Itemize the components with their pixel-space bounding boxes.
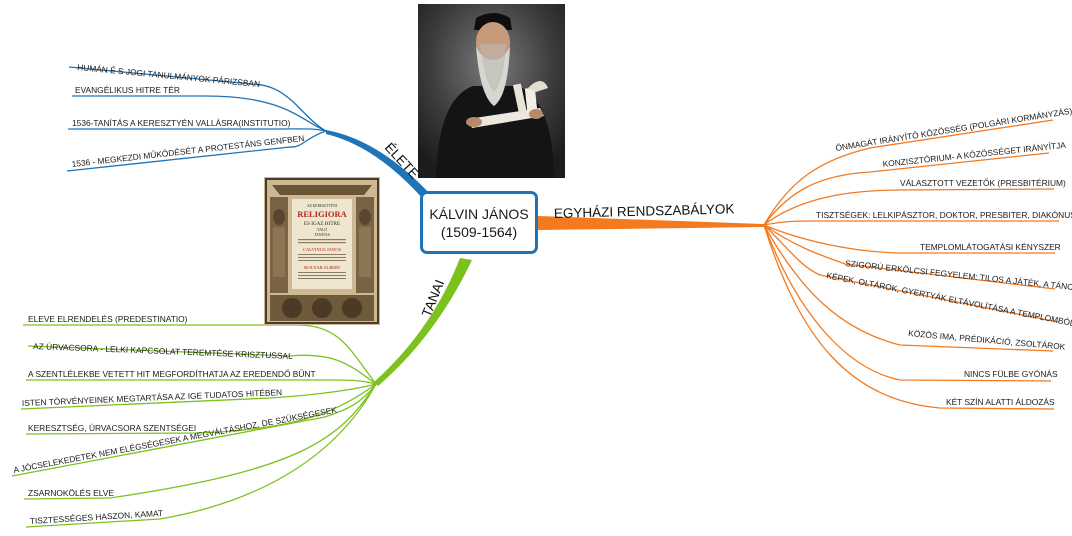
book-line-1: AZ KERESZTYÉNI [307,203,338,208]
book-line-6: CALVINUS JANOS [303,247,342,252]
portrait-image [418,4,565,178]
egyhazi-item-10: KÉT SZÍN ALATTI ÁLDOZÁS [946,397,1055,407]
tanai-leaf-line-7 [23,383,377,500]
elete-leaf-line-4 [66,130,327,172]
central-topic[interactable]: KÁLVIN JÁNOS (1509-1564) [420,191,538,254]
egyhazi-leaf-line-4 [763,220,1059,226]
branch-tanai-trunk [374,258,472,386]
book-line-5: TANITAS [314,233,330,237]
egyhazi-leaf-line-7 [763,224,1059,323]
egyhazi-leaf-line-6 [763,224,1056,290]
tanai-item-3: A SZENTLÉLEKBE VETETT HIT MEGFORDÍTHATJA… [28,369,316,379]
book-cover-image: AZ KERESZTYÉNI RELIGIORA ES IGAZ HITRE V… [264,177,380,325]
tanai-leaf-line-5 [25,383,377,435]
egyhazi-leaf-line-2 [763,152,1050,226]
tanai-leaf-line-4 [20,383,377,410]
egyhazi-leaf-line-1 [763,119,1054,226]
tanai-item-7: ZSARNOKÖLÉS ELVE [28,488,114,498]
tanai-leaf-line-8 [25,383,377,528]
egyhazi-leaf-line-3 [763,188,1055,226]
egyhazi-leaf-line-5 [763,224,1055,254]
book-line-4: VALO [317,228,327,232]
branch-label-egyhazi: EGYHÁZI RENDSZABÁLYOK [554,201,735,221]
elete-item-2: EVANGÉLIKUS HITRE TÉR [75,85,180,95]
elete-leaf-line-1 [68,66,327,132]
tanai-item-4: ISTEN TÖRVÉNYEINEK MEGTARTÁSA AZ IGE TUD… [22,387,283,408]
central-title: KÁLVIN JÁNOS [429,205,529,222]
branch-egyhazi-trunk [538,216,764,230]
egyhazi-leaf-line-8 [763,224,1054,352]
elete-item-3: 1536-TANÍTÁS A KERESZTYÉN VALLÁSRA(INSTI… [72,118,291,128]
egyhazi-leaf-line-10 [763,224,1055,410]
tanai-item-1: ELEVE ELRENDELÉS (PREDESTINATIO) [28,314,188,324]
tanai-leaf-line-3 [26,379,377,385]
elete-leaf-line-3 [68,128,327,132]
egyhazi-item-3: VÁLASZTOTT VEZETŐK (PRESBITÉRIUM) [900,178,1066,188]
branch-tanai: ELEVE ELRENDELÉS (PREDESTINATIO) AZ ÚRVA… [11,258,472,528]
elete-leaf-line-2 [72,95,327,132]
tanai-item-5: KERESZTSÉG, ÚRVACSORA SZENTSÉGEI [28,423,196,433]
egyhazi-item-9: NINCS FÜLBE GYÓNÁS [964,369,1058,379]
book-line-7: MOLNAR ALBERT [304,265,341,270]
elete-item-4: 1536 - MEGKEZDI MŰKÖDÉSÉT A PROTESTÁNS G… [71,133,305,169]
book-line-2: RELIGIORA [297,209,347,219]
tanai-item-2: AZ ÚRVACSORA - LELKI KAPCSOLAT TEREMTÉSE… [33,341,293,361]
egyhazi-leaf-line-9 [763,224,1052,382]
tanai-item-6: A JÓCSELEKEDETEK NEM ELÉGSÉGESEK A MEGVÁ… [13,405,339,475]
book-line-3: ES IGAZ HITRE [304,221,340,227]
branch-egyhazi: ÖNMAGÁT IRÁNYÍTÓ KÖZÖSSÉG (POLGÁRI KORMÁ… [538,106,1072,410]
egyhazi-item-4: TISZTSÉGEK: LELKIPÁSZTOR, DOKTOR, PRESBI… [816,210,1072,220]
tanai-leaf-line-1 [23,324,377,385]
central-subtitle: (1509-1564) [440,223,518,240]
tanai-leaf-line-2 [27,345,377,385]
tanai-leaf-line-6 [11,383,377,477]
egyhazi-item-5: TEMPLOMLÁTOGATÁSI KÉNYSZER [920,242,1061,252]
